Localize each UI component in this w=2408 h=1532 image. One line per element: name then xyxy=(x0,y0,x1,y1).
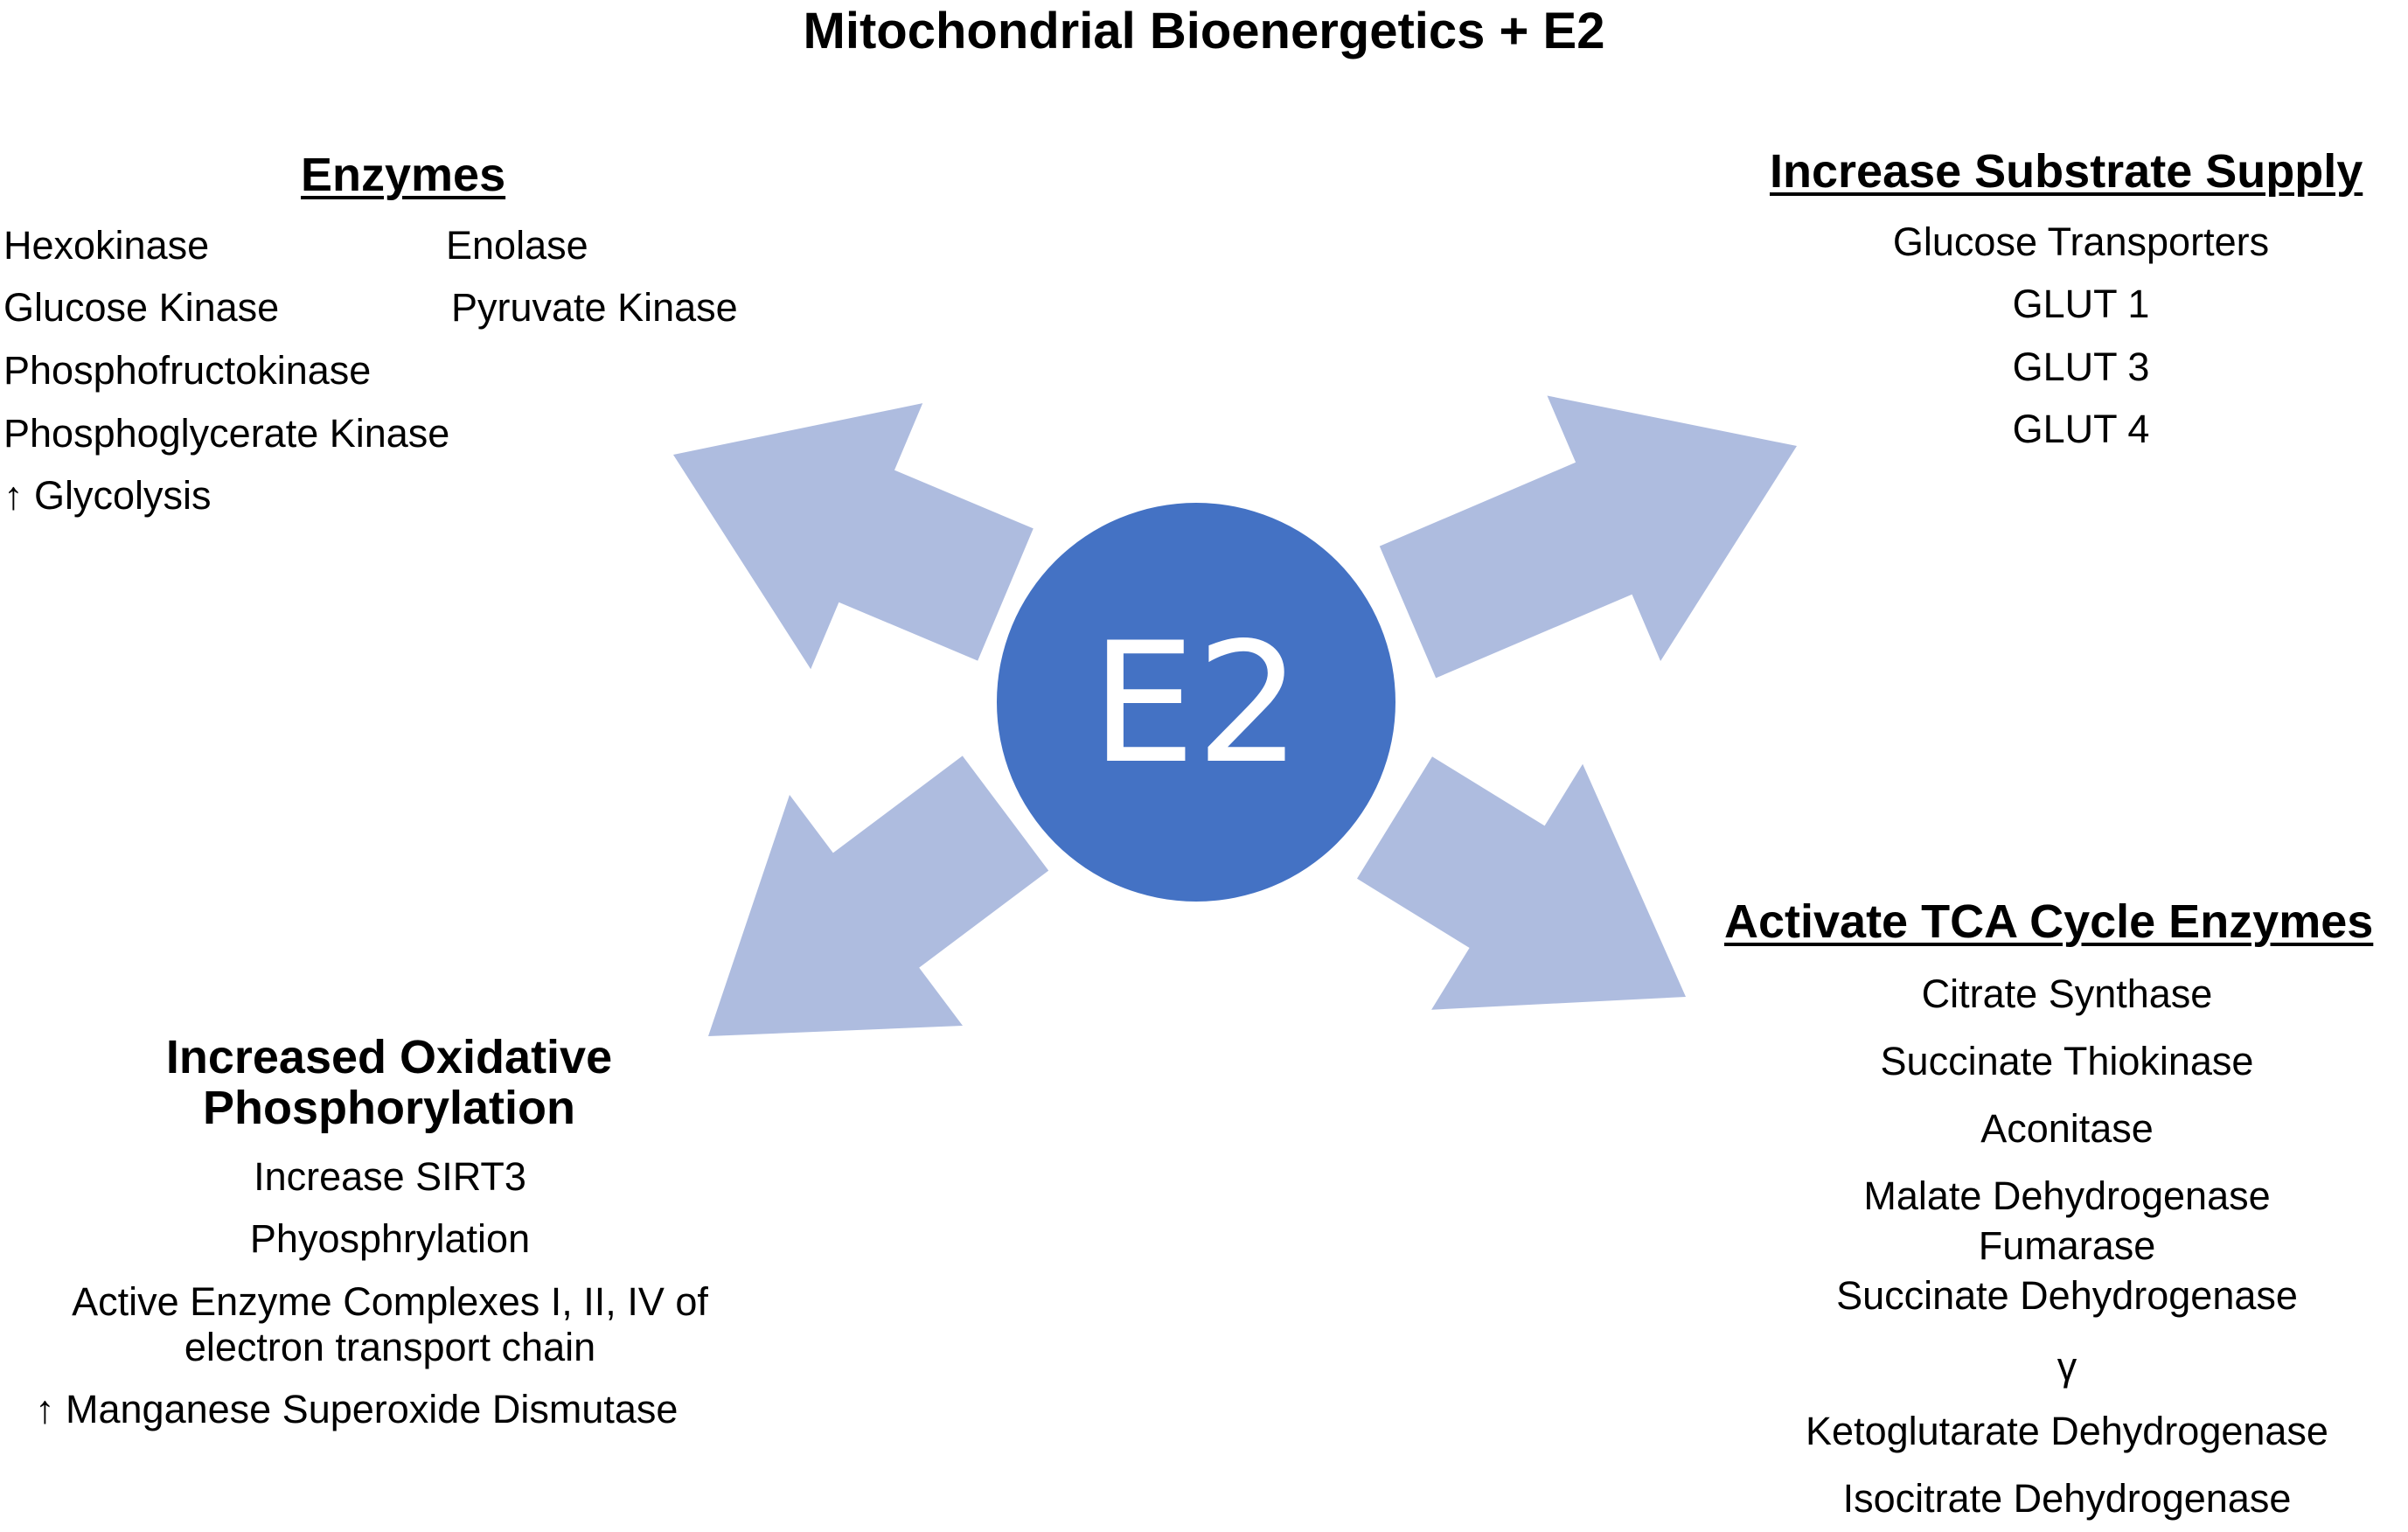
tca-item: Malate Dehydrogenase xyxy=(1863,1173,2271,1218)
oxphos-item: electron transport chain xyxy=(184,1325,596,1369)
tca-item: Fumarase xyxy=(1978,1223,2156,1268)
enzyme-item: ↑ Glycolysis xyxy=(3,473,212,518)
substrate-item: GLUT 1 xyxy=(2012,282,2150,326)
tca-item: Ketoglutarate Dehydrogenase xyxy=(1806,1409,2328,1453)
arrow-to-oxphos xyxy=(708,756,1049,1036)
tca-item: γ xyxy=(2057,1344,2077,1389)
arrow-to-enzymes xyxy=(673,403,1033,670)
arrow-to-substrate xyxy=(1379,395,1797,679)
enzyme-item: Phosphofructokinase xyxy=(3,348,372,393)
e2-label: E2 xyxy=(1091,607,1302,800)
tca-item: Aconitase xyxy=(1980,1106,2154,1151)
diagram-title: Mitochondrial Bioenergetics + E2 xyxy=(803,3,1605,59)
oxphos-heading-line2: Phosphorylation xyxy=(202,1082,575,1134)
tca-item: Isocitrate Dehydrogenase xyxy=(1842,1476,2292,1521)
oxphos-item: Active Enzyme Complexes I, II, IV of xyxy=(72,1279,708,1324)
substrate-item: GLUT 4 xyxy=(2012,407,2150,451)
tca-heading: Activate TCA Cycle Enzymes xyxy=(1724,895,2374,948)
oxphos-heading-line1: Increased Oxidative xyxy=(165,1031,613,1083)
tca-item: Citrate Synthase xyxy=(1921,971,2213,1016)
substrate-heading: Increase Substrate Supply xyxy=(1770,145,2363,198)
e2-circle xyxy=(997,503,1395,902)
arrow-to-tca xyxy=(1357,756,1686,1010)
oxphos-item: Increase SIRT3 xyxy=(254,1154,526,1199)
enzyme-item: Enolase xyxy=(446,223,588,268)
enzyme-item: Pyruvate Kinase xyxy=(451,285,738,330)
oxphos-item: ↑ Manganese Superoxide Dismutase xyxy=(35,1387,679,1431)
substrate-item: Glucose Transporters xyxy=(1892,219,2270,264)
enzyme-item: Phosphoglycerate Kinase xyxy=(3,411,450,456)
tca-item: Succinate Dehydrogenase xyxy=(1836,1273,2298,1318)
substrate-item: GLUT 3 xyxy=(2012,345,2150,389)
enzyme-item: Hexokinase xyxy=(3,223,210,268)
enzyme-item: Glucose Kinase xyxy=(3,285,280,330)
oxphos-item: Phyosphrylation xyxy=(249,1216,531,1261)
enzymes-heading: Enzymes xyxy=(301,149,506,201)
tca-item: Succinate Thiokinase xyxy=(1880,1039,2254,1083)
arrows-group xyxy=(673,395,1797,1036)
